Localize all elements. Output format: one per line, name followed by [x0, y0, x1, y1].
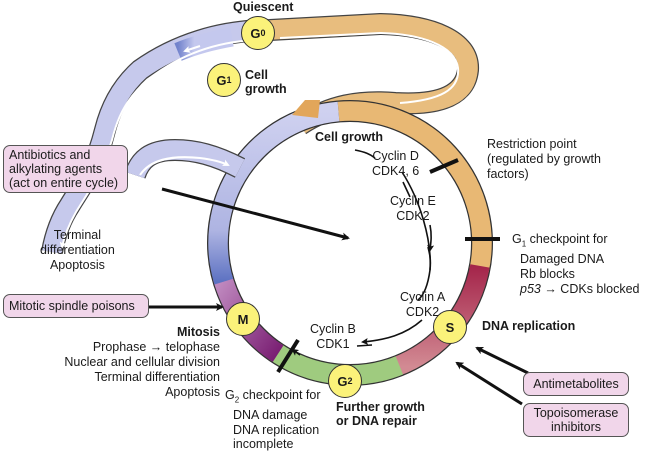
quiescent-label: Quiescent — [233, 0, 294, 14]
cell-growth-label: Cell growth — [315, 130, 384, 144]
mitotic-spindle-poisons-box: Mitotic spindle poisons — [3, 294, 149, 318]
exit-branch — [124, 138, 246, 180]
g2-checkpoint-bar — [276, 338, 300, 374]
g0-junction — [292, 100, 320, 118]
drug-arrows — [147, 187, 529, 406]
phase-m: M — [226, 302, 260, 336]
phase-s: S — [433, 310, 467, 344]
dna-replication-label: DNA replication — [482, 319, 576, 333]
g2-checkpoint-label: G2 checkpoint for DNA damage DNA replica… — [225, 388, 321, 451]
restriction-point-bar — [429, 158, 459, 174]
g1-checkpoint-label: G1 checkpoint for Damaged DNA Rb blocks … — [512, 232, 640, 296]
cyclin-arrows — [291, 149, 435, 356]
mitosis-details: Mitosis Prophase → telophase Nuclear and… — [64, 325, 220, 399]
antimetabolites-box: Antimetabolites — [523, 372, 629, 396]
